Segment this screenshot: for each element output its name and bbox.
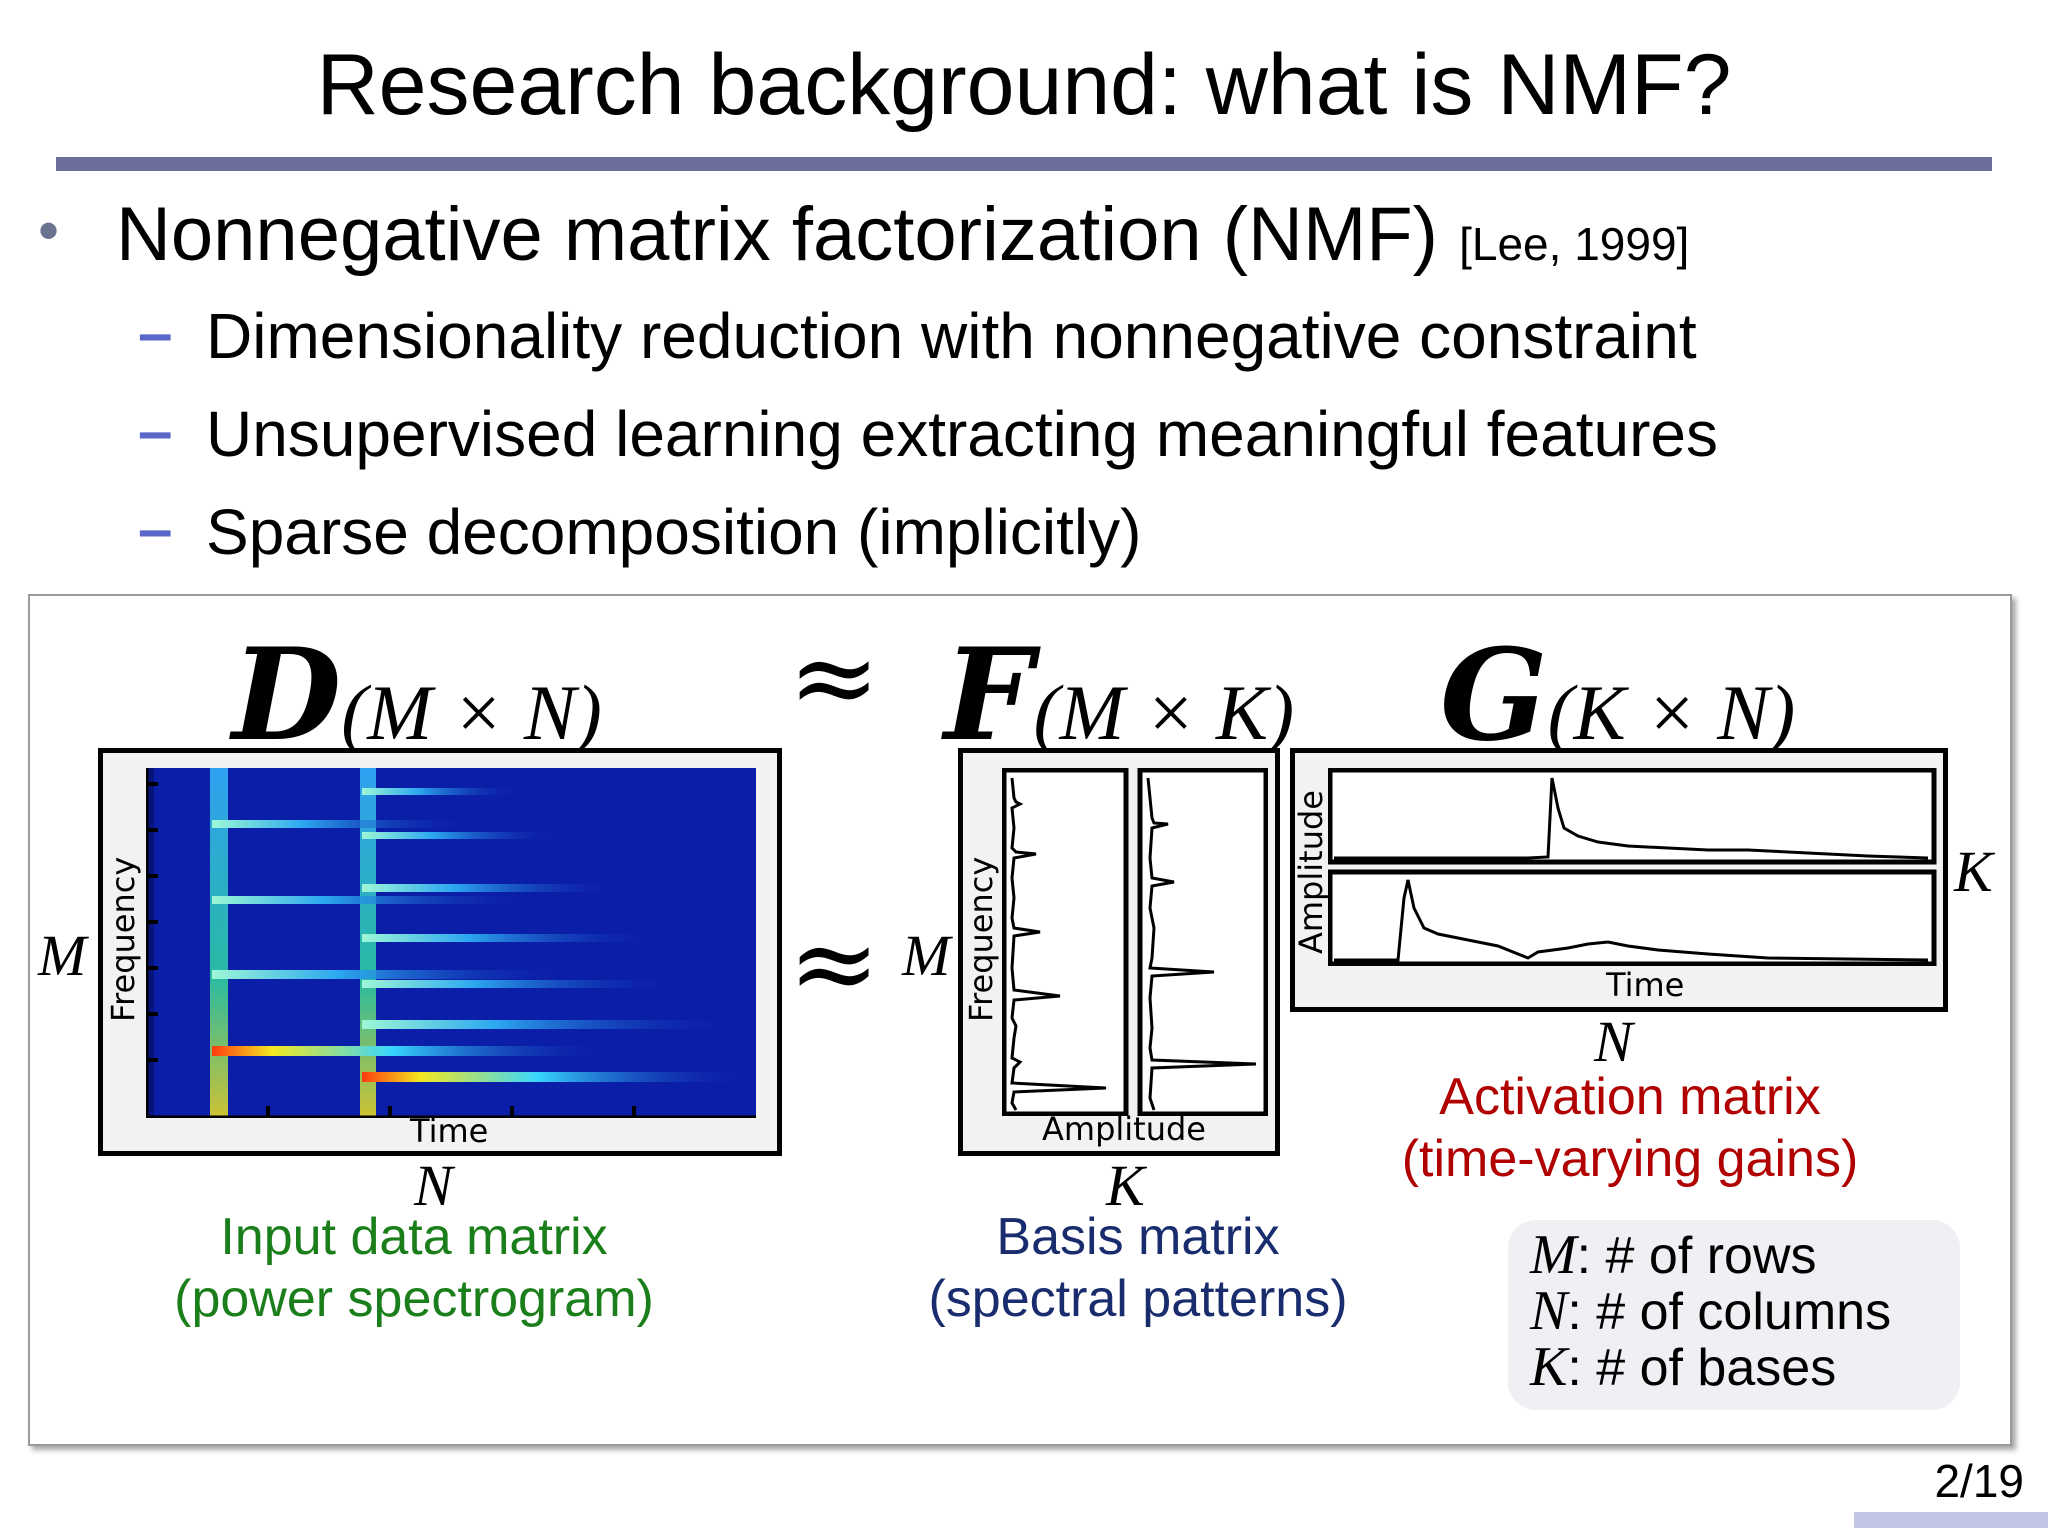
legend-text: : # of columns	[1567, 1283, 1892, 1341]
legend-var: K	[1530, 1336, 1568, 1398]
bullet-dot: •	[38, 197, 60, 264]
basis-x-label: Amplitude	[1042, 1110, 1206, 1148]
activation-y-label: Amplitude	[1292, 790, 1330, 954]
spectrogram-image	[146, 768, 756, 1118]
matrix-f-dims: (M × K)	[1033, 669, 1295, 756]
basis-y-label: Frequency	[962, 856, 1000, 1022]
matrix-d-dims: (M × N)	[341, 669, 602, 756]
subbullet-dash: –	[138, 299, 173, 368]
spectrogram-x-label: Time	[410, 1112, 489, 1150]
progress-bar	[1854, 1512, 2048, 1528]
legend-text: : # of rows	[1576, 1227, 1817, 1285]
matrix-d-symbol: D	[232, 621, 342, 769]
legend-row: K: # of bases	[1530, 1338, 1836, 1397]
spectrogram-col-var: N	[414, 1153, 453, 1218]
spectrogram-row-var: M	[38, 923, 87, 988]
input-caption-line1: Input data matrix	[220, 1208, 608, 1266]
subbullet-3: Sparse decomposition (implicitly)	[206, 496, 1142, 568]
subbullet-dash: –	[138, 397, 173, 466]
subbullet-dash: –	[138, 495, 173, 564]
activation-x-label: Time	[1606, 966, 1685, 1004]
legend-text: : # of bases	[1567, 1339, 1837, 1397]
variable-legend	[1508, 1220, 1960, 1410]
activation-row-var: K	[1954, 839, 1993, 904]
page-number: 2/19	[1934, 1455, 2024, 1507]
main-bullet: Nonnegative matrix factorization (NMF) […	[116, 190, 1689, 289]
basis-row-var: M	[902, 923, 951, 988]
legend-var: M	[1530, 1224, 1577, 1286]
matrix-g-symbol: G	[1440, 621, 1548, 769]
basis-caption-line1: Basis matrix	[996, 1208, 1280, 1266]
basis-plots	[1002, 768, 1268, 1116]
activation-caption-line2: (time-varying gains)	[1401, 1130, 1859, 1188]
approx-symbol: ≈	[788, 899, 881, 1027]
basis-col-var: K	[1106, 1153, 1145, 1218]
legend-row: N: # of columns	[1530, 1282, 1891, 1341]
title-rule	[56, 157, 1992, 171]
input-caption-line2: (power spectrogram)	[174, 1270, 654, 1328]
slide-title: Research background: what is NMF?	[316, 37, 1732, 133]
matrix-g-dims: (K × N)	[1547, 669, 1796, 756]
legend-row: M: # of rows	[1530, 1226, 1817, 1285]
subbullet-1: Dimensionality reduction with nonnegativ…	[206, 300, 1697, 372]
citation: [Lee, 1999]	[1459, 218, 1690, 270]
activation-caption-line1: Activation matrix	[1439, 1068, 1821, 1126]
matrix-f-symbol: F	[944, 621, 1034, 769]
activation-col-var: N	[1594, 1009, 1633, 1074]
subbullet-2: Unsupervised learning extracting meaning…	[206, 398, 1718, 470]
main-bullet-text: Nonnegative matrix factorization (NMF)	[116, 192, 1438, 277]
equation-d: D(M × N)	[232, 630, 602, 763]
equation-g: G(K × N)	[1440, 630, 1795, 763]
activation-plots	[1328, 768, 1937, 966]
legend-var: N	[1530, 1280, 1568, 1342]
basis-caption-line2: (spectral patterns)	[928, 1270, 1348, 1328]
approx-symbol-top: ≈	[788, 613, 881, 741]
equation-f: F(M × K)	[944, 630, 1294, 763]
spectrogram-y-label: Frequency	[104, 856, 142, 1022]
